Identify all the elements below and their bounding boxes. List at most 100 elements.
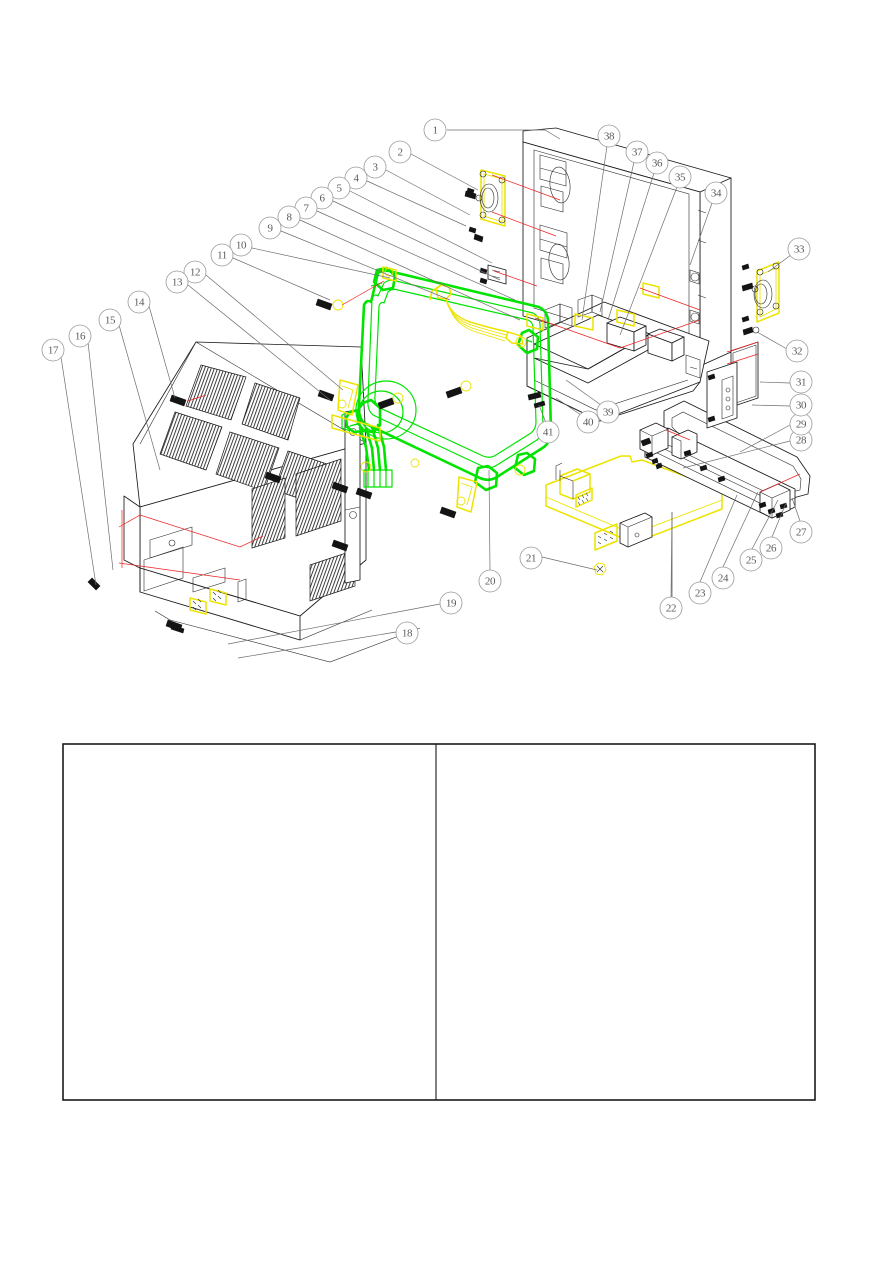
callout-bubble-8[interactable]: [277, 205, 301, 229]
callout-bubble-24[interactable]: [711, 566, 735, 590]
callout-30[interactable]: 30: [751, 393, 813, 417]
callout-24[interactable]: 24: [711, 491, 759, 590]
callout-bubble-34[interactable]: [704, 181, 728, 205]
callout-leader-39: [565, 379, 602, 406]
callout-26[interactable]: 26: [759, 502, 787, 560]
callout-bubble-31[interactable]: [789, 370, 813, 394]
callout-leader-34: [689, 202, 713, 266]
callout-bubble-9[interactable]: [258, 216, 282, 240]
callout-bubble-15[interactable]: [98, 308, 122, 332]
callout-leader-33: [767, 254, 792, 273]
callout-bubble-32[interactable]: [785, 339, 809, 363]
callout-bubble-41[interactable]: [536, 420, 560, 444]
callout-label-2: 2: [397, 147, 402, 159]
callout-bubble-25[interactable]: [739, 548, 763, 572]
callout-4[interactable]: 4: [344, 166, 467, 227]
callout-19[interactable]: 19: [227, 591, 463, 645]
callout-25[interactable]: 25: [739, 499, 779, 572]
callout-label-8: 8: [286, 212, 292, 224]
callout-22[interactable]: 22: [659, 511, 683, 620]
callout-7[interactable]: 7: [294, 196, 516, 301]
callout-31[interactable]: 31: [759, 370, 813, 394]
callout-bubble-2[interactable]: [388, 140, 412, 164]
callout-leader-25: [751, 499, 779, 550]
callout-17[interactable]: 17: [41, 338, 97, 586]
callout-38[interactable]: 38: [581, 124, 621, 321]
callout-label-24: 24: [718, 573, 729, 585]
callout-bubble-23[interactable]: [688, 581, 712, 605]
callout-41[interactable]: 41: [536, 404, 560, 444]
callout-37[interactable]: 37: [599, 140, 649, 313]
callout-bubble-12[interactable]: [183, 260, 207, 284]
callout-8[interactable]: 8: [277, 205, 521, 321]
callout-bubble-5[interactable]: [327, 176, 351, 200]
callout-leader-24: [722, 491, 759, 568]
callout-6[interactable]: 6: [310, 186, 501, 281]
callout-36[interactable]: 36: [607, 151, 669, 321]
callout-label-23: 23: [695, 588, 706, 600]
callout-bubble-17[interactable]: [41, 338, 65, 362]
callout-leader-20: [488, 469, 491, 571]
callout-bubble-19[interactable]: [439, 591, 463, 615]
callout-27[interactable]: 27: [789, 497, 813, 544]
callout-15[interactable]: 15: [98, 308, 161, 471]
callout-12[interactable]: 12: [183, 260, 344, 391]
callout-10[interactable]: 10: [229, 233, 391, 279]
callout-bubble-16[interactable]: [68, 324, 92, 348]
callout-1[interactable]: 1: [423, 118, 561, 142]
callout-23[interactable]: 23: [688, 494, 738, 605]
callout-2[interactable]: 2: [388, 140, 479, 191]
callout-21[interactable]: 21: [519, 546, 598, 571]
callout-leader-11: [232, 257, 331, 301]
callout-label-37: 37: [632, 147, 643, 159]
callout-bubble-1[interactable]: [423, 118, 447, 142]
callout-leader-32: [756, 331, 788, 350]
callout-leader-36: [607, 172, 655, 321]
callout-bubble-20[interactable]: [478, 569, 502, 593]
callout-label-17: 17: [48, 345, 59, 357]
callout-bubble-22[interactable]: [659, 596, 683, 620]
callout-33[interactable]: 33: [767, 237, 811, 273]
callout-bubble-40[interactable]: [576, 410, 600, 434]
callout-bubble-36[interactable]: [645, 151, 669, 175]
callout-leader-1: [447, 129, 561, 140]
callout-bubble-38[interactable]: [597, 124, 621, 148]
callout-label-18: 18: [402, 628, 413, 640]
callout-9[interactable]: 9: [258, 216, 451, 301]
callout-bubble-10[interactable]: [229, 233, 253, 257]
callout-bubble-21[interactable]: [519, 546, 543, 570]
callout-bubble-4[interactable]: [344, 166, 368, 190]
callout-40[interactable]: 40: [555, 397, 600, 434]
callout-bubble-37[interactable]: [625, 140, 649, 164]
callout-16[interactable]: 16: [68, 324, 114, 571]
callout-39[interactable]: 39: [565, 379, 620, 424]
callout-bubble-35[interactable]: [668, 165, 692, 189]
callout-35[interactable]: 35: [619, 165, 692, 336]
callout-14[interactable]: 14: [127, 290, 176, 399]
callout-18[interactable]: 18: [237, 621, 419, 659]
callout-34[interactable]: 34: [689, 181, 728, 266]
callout-label-21: 21: [526, 553, 536, 565]
callout-bubble-13[interactable]: [165, 270, 189, 294]
callout-bubble-33[interactable]: [787, 237, 811, 261]
callout-13[interactable]: 13: [165, 270, 331, 401]
callout-28[interactable]: 28: [682, 428, 813, 469]
callout-11[interactable]: 11: [210, 243, 331, 301]
callout-bubble-27[interactable]: [789, 520, 813, 544]
callout-leader-14: [148, 305, 176, 399]
callout-20[interactable]: 20: [478, 469, 502, 593]
callout-bubble-39[interactable]: [596, 400, 620, 424]
callout-3[interactable]: 3: [363, 155, 471, 216]
callout-bubble-11[interactable]: [210, 243, 234, 267]
callout-bubble-3[interactable]: [363, 155, 387, 179]
callout-bubble-26[interactable]: [759, 536, 783, 560]
callout-bubble-30[interactable]: [789, 393, 813, 417]
callout-label-19: 19: [446, 598, 457, 610]
callout-leader-17: [60, 356, 97, 586]
callout-leader-41: [538, 404, 547, 424]
callout-bubble-14[interactable]: [127, 290, 151, 314]
callout-32[interactable]: 32: [756, 331, 809, 363]
callout-5[interactable]: 5: [327, 176, 493, 264]
callout-bubble-18[interactable]: [395, 621, 419, 645]
